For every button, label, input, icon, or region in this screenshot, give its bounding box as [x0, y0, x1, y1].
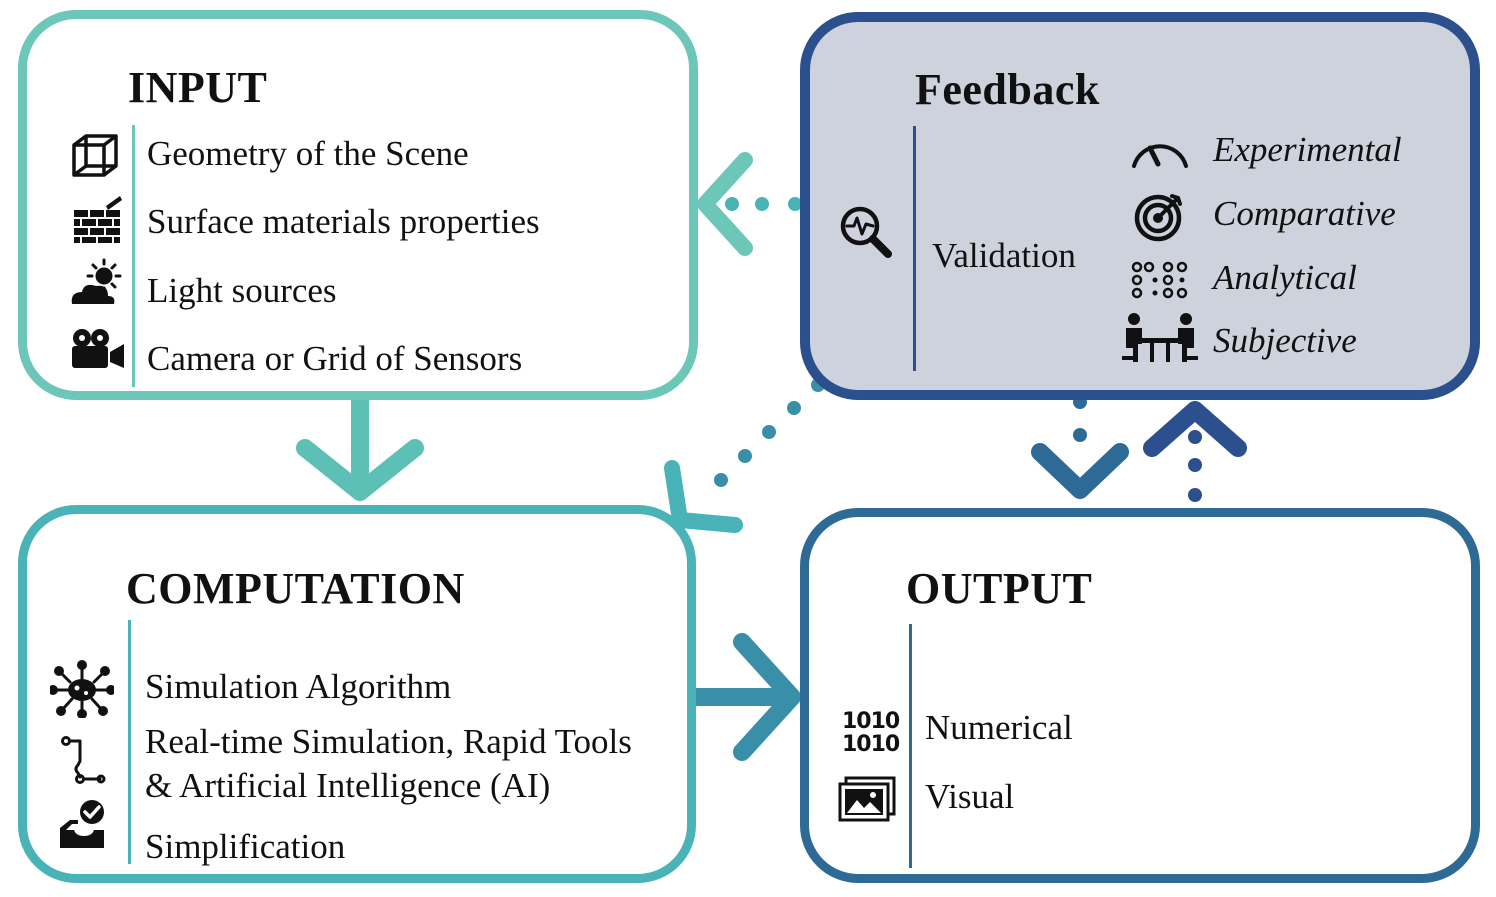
input-item-geometry: Geometry of the Scene [147, 134, 469, 173]
inbox-check-icon [60, 800, 104, 848]
computation-item-simplification: Simplification [145, 827, 346, 866]
binary-icon-row: 1010 [842, 732, 900, 757]
virus-network-icon [50, 660, 114, 718]
cube-icon [72, 134, 118, 177]
arrow-feedback-to-computation [664, 378, 825, 533]
binary-icon: 1010 1010 [842, 709, 900, 757]
path-nodes-icon [61, 736, 106, 784]
arrow-feedback-to-input [697, 152, 802, 256]
output-divider [909, 624, 912, 868]
people-meeting-icon [1122, 313, 1198, 362]
feedback-title: Feedback [915, 65, 1100, 114]
output-item-visual: Visual [925, 777, 1015, 816]
video-camera-icon [72, 329, 124, 368]
feedback-method-subjective: Subjective [1213, 321, 1357, 360]
computation-divider [128, 620, 131, 864]
input-box [18, 10, 698, 400]
input-item-light-sources: Light sources [147, 271, 337, 310]
feedback-method-comparative: Comparative [1213, 194, 1396, 233]
arrow-output-to-feedback [1143, 401, 1247, 502]
target-icon [1134, 194, 1182, 242]
sun-cloud-icon [71, 258, 122, 304]
output-box [800, 508, 1480, 883]
gauge-icon [1132, 144, 1188, 168]
arrow-input-to-computation [296, 391, 424, 501]
input-divider [132, 125, 135, 387]
computation-title: COMPUTATION [126, 564, 465, 613]
dots-pattern-icon [1131, 261, 1188, 299]
brick-wall-icon [74, 196, 122, 243]
input-title: INPUT [128, 63, 268, 112]
feedback-divider [913, 126, 916, 371]
computation-item-simulation-algorithm: Simulation Algorithm [145, 667, 452, 706]
output-item-numerical: Numerical [925, 708, 1073, 747]
input-item-surface-materials: Surface materials properties [147, 202, 540, 241]
feedback-method-experimental: Experimental [1213, 130, 1402, 169]
computation-item-realtime-line1: Real-time Simulation, Rapid Tools [145, 722, 632, 761]
computation-box [18, 505, 696, 883]
feedback-method-analytical: Analytical [1213, 258, 1357, 297]
arrow-feedback-to-output [1031, 395, 1129, 499]
output-title: OUTPUT [906, 564, 1093, 613]
feedback-validation-label: Validation [932, 236, 1076, 275]
binary-icon-row: 1010 [842, 709, 900, 734]
computation-item-realtime-line2: & Artificial Intelligence (AI) [145, 766, 551, 805]
input-item-camera-sensors: Camera or Grid of Sensors [147, 339, 523, 378]
image-icon [838, 776, 896, 822]
arrow-computation-to-output [688, 633, 801, 761]
magnifier-pulse-icon [840, 206, 892, 258]
